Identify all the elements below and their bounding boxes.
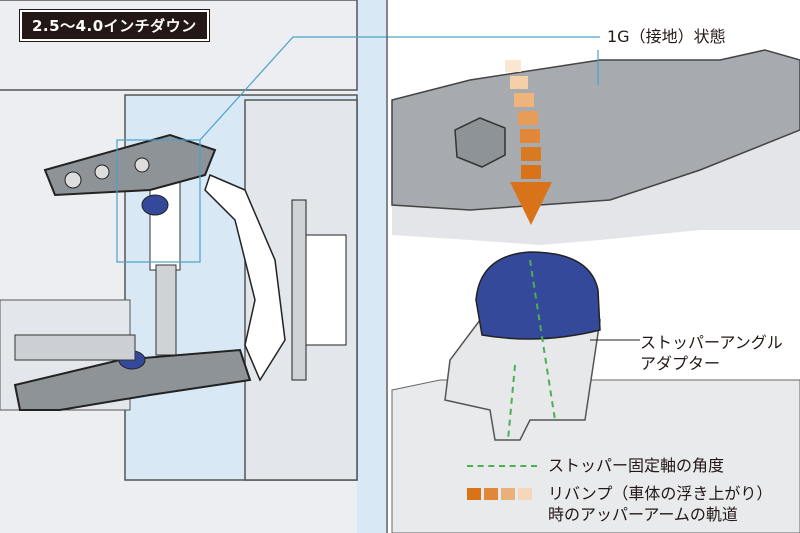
stopper-axis-line-original	[507, 364, 516, 441]
bushing-icon	[134, 157, 150, 173]
upper-arm	[43, 133, 217, 197]
legend-gradient-icon	[467, 488, 532, 500]
legend-dash-icon	[467, 465, 537, 467]
legend-rebound-2: 時のアッパーアームの軌道	[548, 505, 738, 524]
legend-stopper-axis: ストッパー固定軸の角度	[548, 456, 725, 475]
callout-box	[116, 139, 201, 263]
wheel-well-bg	[357, 0, 388, 533]
hub	[305, 234, 347, 346]
stopper-axis-line	[529, 259, 556, 421]
legend-rebound-1: リバンプ（車体の浮き上がり）	[548, 484, 773, 503]
lowering-badge: 2.5〜4.0インチダウン	[19, 9, 210, 42]
brake-rotor	[291, 199, 307, 381]
bushing-icon	[94, 164, 110, 180]
callout-line	[199, 36, 600, 141]
bolt-hex-icon	[454, 117, 506, 168]
bushing-icon	[64, 171, 82, 189]
tie-rod-boot	[14, 334, 136, 361]
state-label: 1G（接地）状態	[607, 27, 726, 46]
rebound-arrow	[505, 60, 552, 225]
adapter-label-1: ストッパーアングル	[640, 333, 783, 352]
bumpstop-small	[141, 194, 169, 216]
shock-rod	[155, 264, 177, 356]
adapter-label-2: アダプター	[640, 354, 721, 373]
badge-text: 2.5〜4.0インチダウン	[22, 12, 207, 39]
bump-stop	[475, 251, 601, 340]
knuckle	[204, 173, 286, 382]
upper-arm-detail	[391, 49, 800, 211]
stopper-angle-adapter	[444, 319, 601, 441]
